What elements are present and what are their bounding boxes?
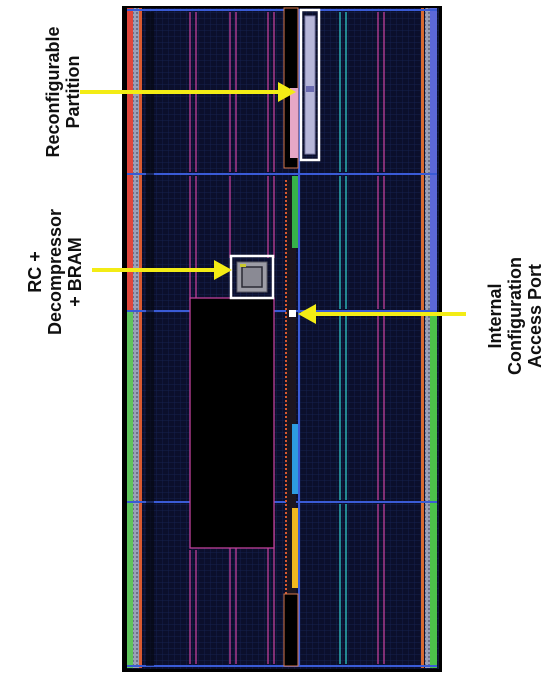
reconfigurable-partition-box bbox=[299, 8, 321, 162]
right-io-columns bbox=[421, 8, 437, 668]
arrows bbox=[80, 82, 466, 324]
fpga-die bbox=[122, 6, 442, 672]
arrow-reconfigurable-partition bbox=[80, 82, 296, 102]
label-rc-decompressor-bram: RC + Decompressor + BRAM bbox=[25, 208, 85, 336]
clock-region-dividers bbox=[127, 9, 437, 667]
label-internal-configuration-access-port: Internal Configuration Access Port bbox=[485, 257, 545, 375]
label-reconfigurable-partition: Reconfigurable Partition bbox=[43, 26, 83, 158]
left-dark-strips bbox=[146, 12, 154, 666]
static-logic-block bbox=[189, 297, 275, 549]
left-io-columns bbox=[127, 8, 142, 668]
arrow-icap bbox=[298, 304, 466, 324]
center-bram-column bbox=[283, 7, 299, 667]
icap-marker bbox=[289, 310, 296, 317]
right-half-columns bbox=[339, 12, 385, 664]
rc-decompressor-bram-box bbox=[229, 254, 275, 300]
arrow-rc-decompressor bbox=[92, 260, 232, 280]
